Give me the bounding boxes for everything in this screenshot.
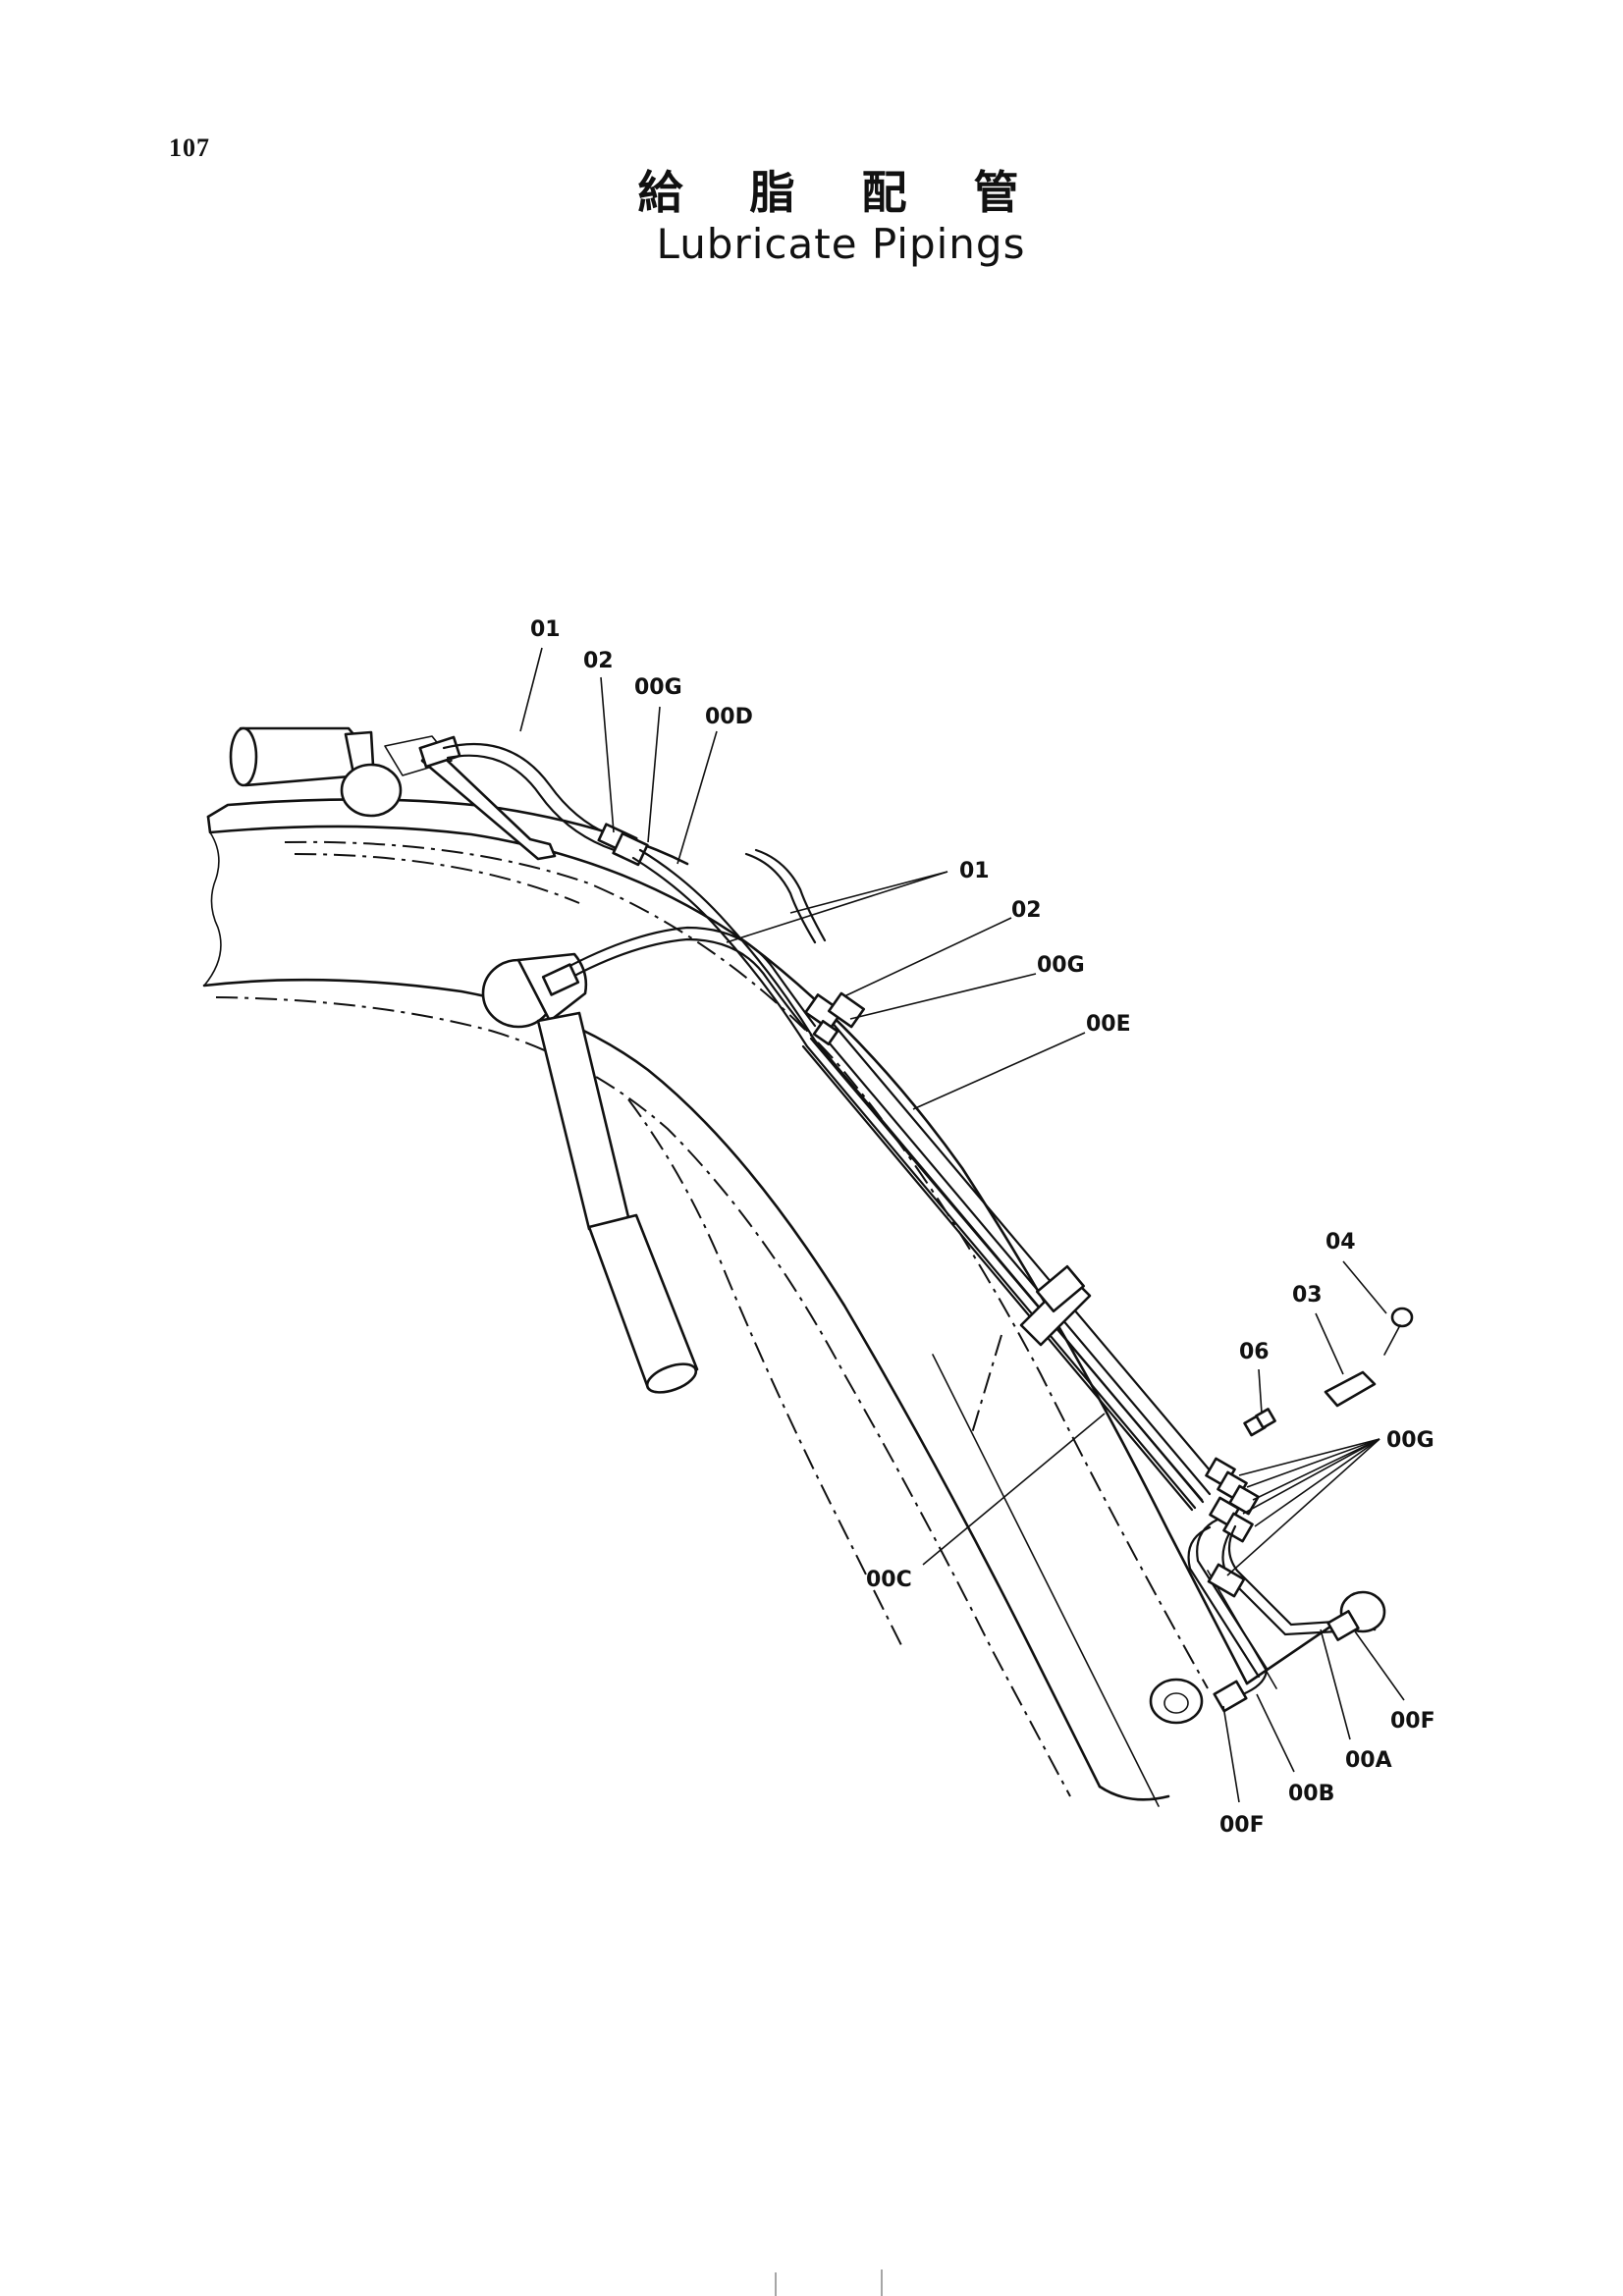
callout-00c: 00C [866,1568,912,1592]
upper-cylinder [229,726,557,861]
leader-lines [519,647,1405,1803]
callout-01-mid: 01 [959,859,990,883]
callout-00a: 00A [1345,1748,1392,1773]
callout-00d: 00D [705,705,753,729]
callout-06: 06 [1239,1340,1270,1364]
callout-00g-right: 00G [1386,1428,1434,1453]
page-number: 107 [169,133,210,162]
hose-upper [442,742,649,867]
page-title-japanese: 給 脂 配 管 [637,166,1045,219]
callout-00g-mid: 00G [1037,953,1085,978]
arm-cylinder [481,952,699,1394]
callout-03: 03 [1292,1283,1323,1308]
pipe-bundle [631,848,1414,1713]
callout-labels: 01 02 00G 00D 01 02 00G 00E 04 03 06 00G… [530,617,1435,1838]
callout-00b: 00B [1288,1782,1334,1806]
page-title-english: Lubricate Pipings [656,220,1026,268]
boom-body [202,798,1386,1807]
scan-marks [775,2269,883,2296]
callout-02-top: 02 [583,649,614,673]
callout-04: 04 [1325,1230,1356,1255]
callout-00f-bottom: 00F [1219,1813,1265,1838]
callout-02-mid: 02 [1011,898,1042,923]
callout-00g-top: 00G [634,675,682,700]
callout-00e: 00E [1086,1012,1131,1037]
callout-01-top: 01 [530,617,561,642]
hose-middle [541,848,827,1033]
callout-00f-right: 00F [1390,1709,1435,1734]
